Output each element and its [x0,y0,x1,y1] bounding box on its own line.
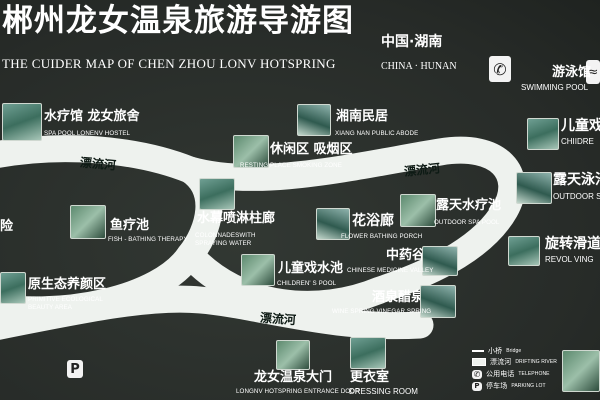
rotary-photo [508,236,540,266]
spot-ecological-en: PRIMITIVE ECOLOGICAL BEAUTY AREA [28,296,103,312]
phone-icon: ✆ [489,56,511,82]
spot-colonnade-en: COLONNADESWITH SPRAYING WATER [195,232,256,247]
spot-outdoor-spa-en: OUTDOOR SPA POOL [434,219,500,226]
spa-pool-photo [2,103,42,141]
spot-resting-en: RESTING PLACE SMOKING ZONE [240,162,342,169]
map-title-en: THE CUIDER MAP OF CHEN ZHOU LONV HOTSPRI… [2,56,336,71]
swimming-icon: ≈ [586,60,600,84]
map-title-cn: 郴州龙女温泉旅游导游图 [2,3,354,39]
corner-photo [562,350,600,392]
legend-bridge-cn: 小桥 [488,348,503,355]
river-label: 漂流河 [259,310,297,328]
fish-photo [70,205,106,239]
spot-outdoor-right-cn: 露天泳池 [553,172,600,188]
legend-river-cn: 漂流河 [490,359,512,366]
spot-xiangnan-cn: 湘南民居 [336,109,389,124]
spot-fish-en: FISH - BATHING THERAPY [108,236,188,243]
spot-outdoor-spa-cn: 露天水疗池 [436,198,502,213]
flower-photo [316,208,350,240]
spot-rotary-cn: 旋转滑道 [545,236,600,252]
wine-photo [420,285,456,318]
spot-entrance-en: LONGNV HOTSPRING ENTRANCE DOOR [236,388,360,395]
medicine-photo [422,246,458,276]
spot-flower-cn: 花浴廊 [352,213,394,229]
spot-colonnade-cn: 水幕喷淋柱廊 [197,211,276,226]
spot-dressing-en: DRESSING ROOM [349,387,418,396]
spot-wine-en: WINE SPRING VINEGAR SPRING [332,308,432,315]
spot-fish-cn: 鱼疗池 [110,218,150,233]
legend-bridge-en: Bridge [506,348,522,354]
outdoor-right-photo [516,172,552,204]
region-cn: 中国·湖南 [381,34,443,50]
parking-icon: P [67,360,83,378]
bridge-symbol [472,350,484,352]
legend-river-en: DRIFTING RIVER [515,359,557,365]
legend-row: 漂流河 DRIFTING RIVER [472,357,557,367]
outdoor-spa-photo [400,194,436,227]
legend-row: ✆ 公用电话 TELEPHONE [472,369,550,379]
spot-outdoor-right-en: OUTDOOR SPA [553,192,600,201]
spot-flower-en: FLOWER BATHING PORCH [341,233,423,240]
legend-parking-cn: 停车场 [486,383,508,390]
telephone-icon: ✆ [472,369,482,379]
spot-children-pool-en: CHILDREN' S POOL [277,280,337,287]
spot-entrance-cn: 龙女温泉大门 [254,370,333,385]
colonnade-photo [199,178,235,210]
spot-wine-cn: 酒泉醋泉 [372,290,425,305]
legend-row: 小桥 Bridge [472,346,521,356]
spot-dressing-cn: 更衣室 [350,370,390,385]
spot-children-top-cn: 儿童戏水 [561,118,600,134]
river-label: 漂流河 [79,155,117,173]
spot-danger-cn: 险 [0,219,14,234]
children-pool-photo [241,254,275,286]
spot-rotary-en: REVOL VING [545,255,594,264]
spot-swimming-cn: 游泳馆 [552,65,592,80]
spot-spa-pool-cn: 水疗馆 龙女旅舍 [44,109,140,124]
river-bottom-branch [0,285,434,340]
dressing-photo [350,337,386,369]
spot-ecological-cn: 原生态养颜区 [28,277,107,292]
spot-children-pool-cn: 儿童戏水池 [278,261,344,276]
spot-children-top-en: CHIIDRE [561,137,594,146]
spot-spa-pool-en: SPA POOL LONENV HOSTEL [44,130,131,137]
legend-phone-cn: 公用电话 [486,371,515,378]
spot-swimming-en: SWIMMING POOL [521,83,589,92]
children-right-photo [527,118,559,150]
river-right-loop [176,136,526,318]
spot-xiangnan-en: XIANG NAN PUBLIC ABODE [335,130,419,137]
spot-medicine-en: CHINESE MEDICINE VALLEY [347,267,434,274]
spot-medicine-cn: 中药谷 [386,248,426,263]
region-en: CHINA · HUNAN [381,61,457,72]
resting-photo [233,135,269,168]
legend-phone-en: TELEPHONE [518,371,550,377]
entrance-photo [276,340,310,370]
river-symbol [472,358,486,366]
legend-parking-en: PARKING LOT [511,383,546,389]
legend-row: P 停车场 PARKING LOT [472,381,546,391]
parking-legend-icon: P [472,381,482,391]
ecological-photo [0,272,26,304]
xiangnan-photo [297,104,331,136]
spot-resting-cn: 休闲区 吸烟区 [270,142,353,157]
